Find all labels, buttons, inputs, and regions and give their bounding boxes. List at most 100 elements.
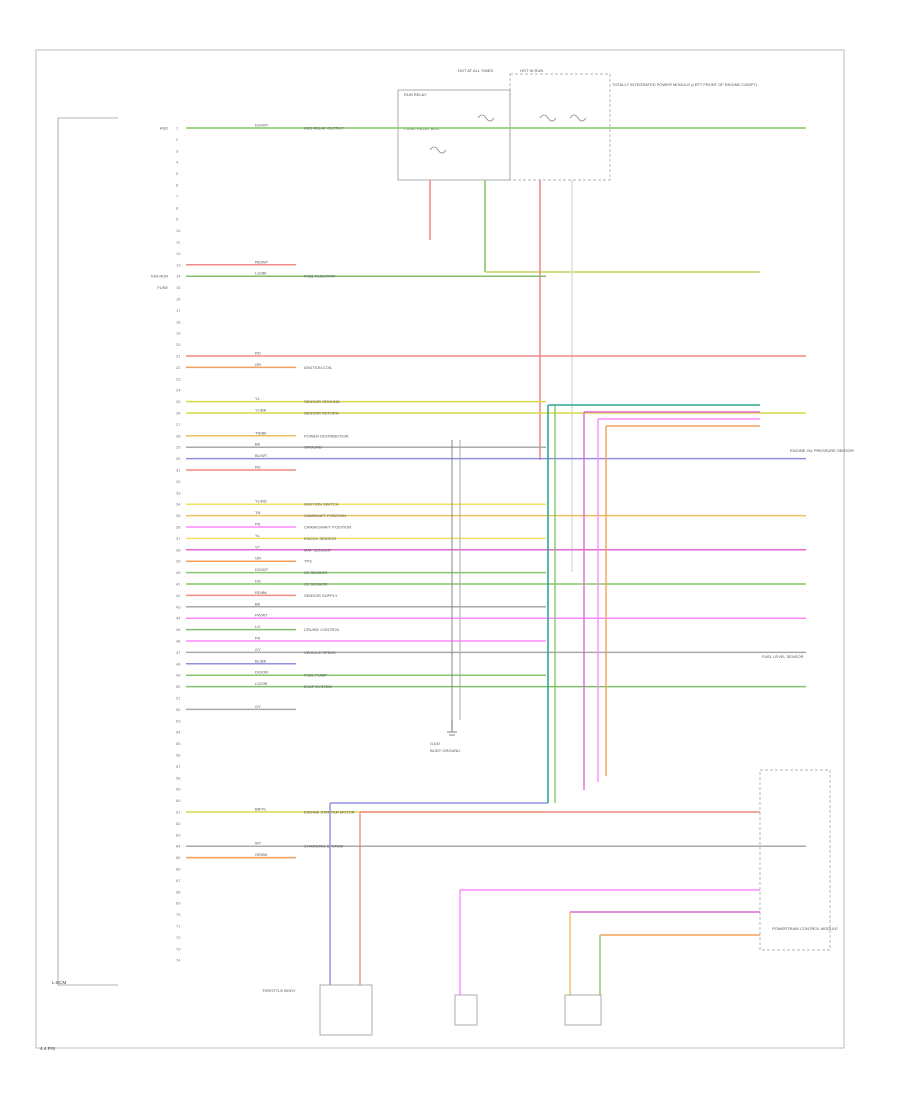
ecm-pin: 56: [176, 753, 181, 758]
ecm-pin: 35: [176, 513, 181, 518]
ecm-pin: 66: [176, 867, 181, 872]
wire-destination-label: FUEL INJECTOR: [304, 274, 335, 279]
ecm-pin: 46: [176, 639, 181, 644]
ecm-pin: 21: [176, 354, 181, 359]
fuse-header: HOT AT ALL TIMES: [458, 68, 493, 73]
wire-color-code: RD: [255, 465, 261, 470]
ecm-pin: 36: [176, 525, 181, 530]
wire-destination-label: POWER DISTRIBUTION: [304, 433, 349, 438]
ecm-pin: 71: [176, 924, 181, 929]
ecm-pin: 72: [176, 935, 181, 940]
ecm-pin-label: ASD: [160, 126, 168, 131]
powertrain-label: POWERTRAIN CONTROL MODULE: [772, 926, 838, 931]
ecm-pin: 31: [176, 468, 181, 473]
wire-destination-label: CAMSHAFT POSITION: [304, 513, 346, 518]
wire-color-code: YL/BK: [255, 408, 267, 413]
ecm-pin: 18: [176, 319, 181, 324]
throttle-label: THROTTLE BODY: [262, 988, 296, 993]
wire-color-code: LG/OR: [255, 681, 268, 686]
wire-destination-label: MAP SENSOR: [304, 547, 331, 552]
ecm-pin: 45: [176, 627, 181, 632]
diagram-frame: [35, 49, 845, 1049]
ecm-pin: 16: [176, 297, 181, 302]
ecm-pin: 32: [176, 479, 181, 484]
ground-symbol-icon: [447, 720, 457, 736]
ecm-pin: 39: [176, 559, 181, 564]
wire-destination-label: O2 SENSOR: [304, 582, 327, 587]
ecm-pin: 6: [176, 183, 179, 188]
wire-color-code: PK: [255, 636, 261, 641]
ecm-pin: 5: [176, 171, 179, 176]
ecm-pin: 43: [176, 604, 181, 609]
ecm-pin: 60: [176, 798, 181, 803]
ecm-pin: 12: [176, 251, 181, 256]
ecm-pin: 23: [176, 376, 181, 381]
ecm-pin: 26: [176, 411, 181, 416]
ecm-pin: 69: [176, 901, 181, 906]
wire-color-code: DG/WT: [255, 567, 269, 572]
wire-color-code: OR: [255, 556, 261, 561]
ecm-pin: 4: [176, 160, 179, 165]
wire-color-code: RD/WT: [255, 259, 269, 264]
wire-destination-label: ASD RELAY OUTPUT: [304, 126, 344, 131]
wire-color-code: BL/WT: [255, 453, 268, 458]
wire-destination-label: FUEL PUMP: [304, 673, 327, 678]
ecm-pin: 51: [176, 696, 181, 701]
ecm-pin: 15: [176, 285, 181, 290]
ecm-pin: 53: [176, 718, 181, 723]
wire-color-code: BK: [255, 601, 261, 606]
ecm-pin: 34: [176, 502, 181, 507]
power-module-note: TOTALLY INTEGRATED POWER MODULE (LEFT FR…: [612, 82, 758, 87]
ecm-connector-bracket: [57, 117, 118, 986]
wire-color-code: OR/BK: [255, 852, 268, 857]
ecm-pin: 11: [176, 240, 181, 245]
ecm-pin: 42: [176, 593, 181, 598]
ecm-pin: 67: [176, 878, 181, 883]
wire-color-code: YL: [255, 533, 261, 538]
wire-color-code: OR: [255, 362, 261, 367]
ecm-pin: 49: [176, 673, 181, 678]
ecm-pin: 73: [176, 946, 181, 951]
ecm-pin: 22: [176, 365, 181, 370]
ecm-pin: 58: [176, 775, 181, 780]
ecm-pin: 33: [176, 490, 181, 495]
wire-color-code: TN: [255, 510, 260, 515]
wire-color-code: DG/OR: [255, 670, 268, 675]
wire-color-code: RD: [255, 351, 261, 356]
wire-color-code: RD/BK: [255, 590, 268, 595]
ecm-pin: 50: [176, 684, 181, 689]
ecm-pin: 64: [176, 844, 181, 849]
ecm-pin: 7: [176, 194, 179, 199]
right-bundle: [451, 404, 760, 803]
throttle-connector: [319, 984, 373, 1036]
wire-color-code: LG: [255, 624, 260, 629]
ecm-pin: 57: [176, 764, 181, 769]
wire-color-code: VT: [255, 544, 261, 549]
ecm-pin: 70: [176, 912, 181, 917]
ecm-pin: 65: [176, 855, 181, 860]
wire-color-code: GY: [255, 647, 261, 652]
wire-destination-label: CHARGING SYSTEM: [304, 844, 343, 849]
ecm-pin: 8: [176, 205, 179, 210]
ecm-pin: 17: [176, 308, 181, 313]
wire-color-code: WT: [255, 841, 262, 846]
ecm-pin: 47: [176, 650, 181, 655]
ecm-pin: 10: [176, 228, 181, 233]
ecm-pin: 3: [176, 148, 179, 153]
wire-color-code: YL: [255, 396, 261, 401]
ecm-label: L-ECM: [52, 980, 66, 985]
wire-destination-label: SENSOR SUPPLY: [304, 593, 338, 598]
wire-color-code: GY: [255, 704, 261, 709]
ecm-pin: 38: [176, 547, 181, 552]
ecm-pin: 2: [176, 137, 179, 142]
ecm-pin: 68: [176, 889, 181, 894]
oil-sensor-connector: [454, 994, 478, 1026]
ecm-pin: 37: [176, 536, 181, 541]
ecm-pin: 61: [176, 810, 181, 815]
fuse-relay-box: [397, 89, 511, 181]
wire-destination-label: SENSOR RETURN: [304, 411, 339, 416]
ecm-pin: 25: [176, 399, 181, 404]
wire-destination-label: EVAP SYSTEM: [304, 684, 332, 689]
wire-destination-label: CRANKSHAFT POSITION: [304, 525, 351, 530]
